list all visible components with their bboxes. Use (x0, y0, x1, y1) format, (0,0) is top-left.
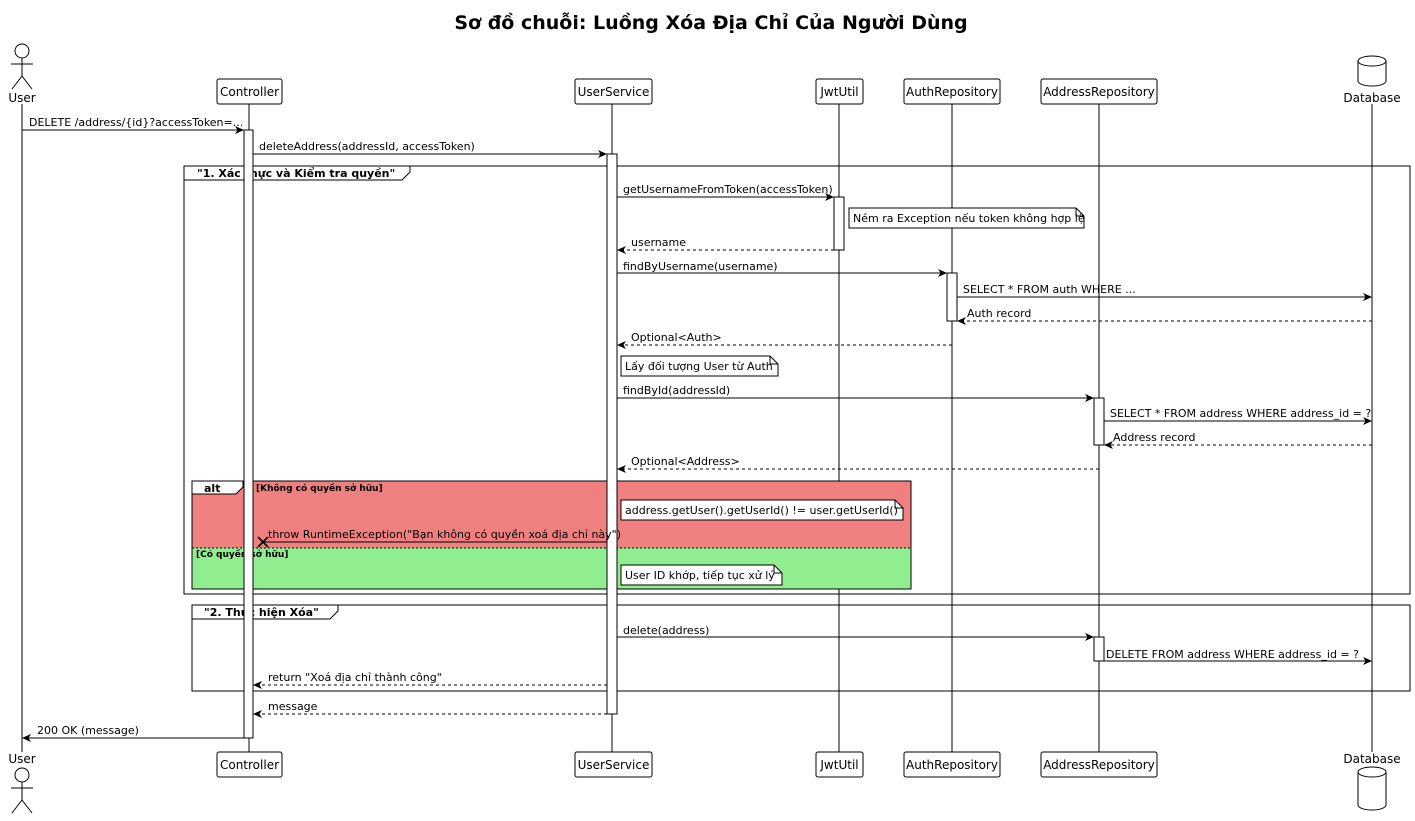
participant-controller-top: Controller (220, 85, 279, 99)
svg-text:Ném ra Exception nếu token khô: Ném ra Exception nếu token không hợp lệ (853, 212, 1085, 225)
participant-authrepo-top: AuthRepository (906, 85, 998, 99)
participant-boxes-top: Controller UserService JwtUtil AuthRepos… (216, 78, 1158, 105)
destroy-x-icon (257, 536, 269, 548)
svg-text:Lấy đối tượng User từ Auth: Lấy đối tượng User từ Auth (625, 360, 773, 373)
alt-allowed-region (192, 548, 911, 589)
msg-label-4: username (631, 236, 686, 249)
msg-label-1: DELETE /address/{id}?accessToken=... (29, 116, 243, 129)
msg-label-18: 200 OK (message) (37, 724, 139, 737)
note-invalid-token: Ném ra Exception nếu token không hợp lệ (848, 207, 1085, 229)
msg-label-17: message (268, 700, 318, 713)
participant-userservice-top: UserService (578, 85, 650, 99)
msg-label-8: Optional<Auth> (631, 331, 722, 344)
group-2-title: "2. Thực hiện Xóa" (204, 606, 319, 619)
msg-label-2: deleteAddress(addressId, accessToken) (259, 140, 475, 153)
msg-label-5: findByUsername(username) (623, 260, 778, 273)
alt-guard-allowed: [Có quyền sở hữu] (196, 549, 288, 560)
messages (22, 126, 1372, 742)
msg-label-9: findById(addressId) (623, 384, 730, 397)
participant-database-bottom: Database (1343, 752, 1400, 766)
message-labels: DELETE /address/{id}?accessToken=... del… (29, 116, 1371, 737)
note-get-user: Lấy đối tượng User từ Auth (620, 355, 779, 377)
alt-fragment: alt [Không có quyền sở hữu] [Có quyền sở… (191, 480, 912, 590)
participant-boxes-bottom: Controller UserService JwtUtil AuthRepos… (216, 751, 1158, 778)
participant-addressrepo-bottom: AddressRepository (1043, 758, 1155, 772)
note-userid-match: User ID khớp, tiếp tục xử lý (620, 564, 783, 586)
database-icon (1357, 55, 1387, 87)
activation-controller (243, 129, 254, 739)
participant-jwtutil-bottom: JwtUtil (819, 758, 858, 772)
diagram-title: Sơ đồ chuỗi: Luồng Xóa Địa Chỉ Của Người… (454, 10, 967, 34)
svg-text:address.getUser().getUserId(): address.getUser().getUserId() != user.ge… (625, 504, 898, 517)
msg-label-11: Address record (1113, 431, 1195, 444)
group-frame-2: "2. Thực hiện Xóa" (191, 604, 1411, 692)
participant-authrepo-bottom: AuthRepository (906, 758, 998, 772)
note-userid-mismatch: address.getUser().getUserId() != user.ge… (620, 499, 904, 521)
alt-guard-denied: [Không có quyền sở hữu] (256, 483, 383, 494)
participant-userservice-bottom: UserService (578, 758, 650, 772)
activation-addressrepo-2 (1093, 636, 1105, 662)
participant-database-top: Database (1343, 91, 1400, 105)
actor-user-bottom (11, 767, 33, 814)
database-icon (1357, 766, 1387, 811)
notes: Ném ra Exception nếu token không hợp lệ … (620, 207, 1085, 586)
participant-user-bottom-label: User (8, 752, 35, 766)
activation-jwtutil (833, 196, 845, 251)
activation-addressrepo-1 (1093, 397, 1105, 446)
activations (243, 129, 1105, 739)
user-icon (14, 43, 30, 59)
group-1-title: "1. Xác thực và Kiểm tra quyền" (197, 167, 395, 180)
svg-text:User ID khớp, tiếp tục xử lý: User ID khớp, tiếp tục xử lý (625, 569, 775, 582)
participant-user-top-label: User (8, 91, 35, 105)
participant-addressrepo-top: AddressRepository (1043, 85, 1155, 99)
alt-keyword: alt (204, 482, 220, 495)
msg-label-7: Auth record (967, 307, 1031, 320)
msg-label-16: return "Xoá địa chỉ thành công" (268, 671, 442, 684)
actor-user-top (11, 43, 33, 90)
msg-label-3: getUsernameFromToken(accessToken) (623, 183, 833, 196)
msg-label-10: SELECT * FROM address WHERE address_id =… (1110, 407, 1371, 420)
msg-label-12: Optional<Address> (631, 455, 740, 468)
participant-jwtutil-top: JwtUtil (819, 85, 858, 99)
activation-authrepo (946, 272, 958, 322)
msg-label-13: throw RuntimeException("Bạn không có quy… (268, 528, 621, 541)
participant-controller-bottom: Controller (220, 758, 279, 772)
user-icon (14, 767, 30, 783)
msg-label-6: SELECT * FROM auth WHERE ... (963, 283, 1136, 296)
msg-label-15: DELETE FROM address WHERE address_id = ? (1106, 648, 1359, 661)
activation-userservice (606, 153, 618, 715)
msg-label-14: delete(address) (623, 624, 709, 637)
